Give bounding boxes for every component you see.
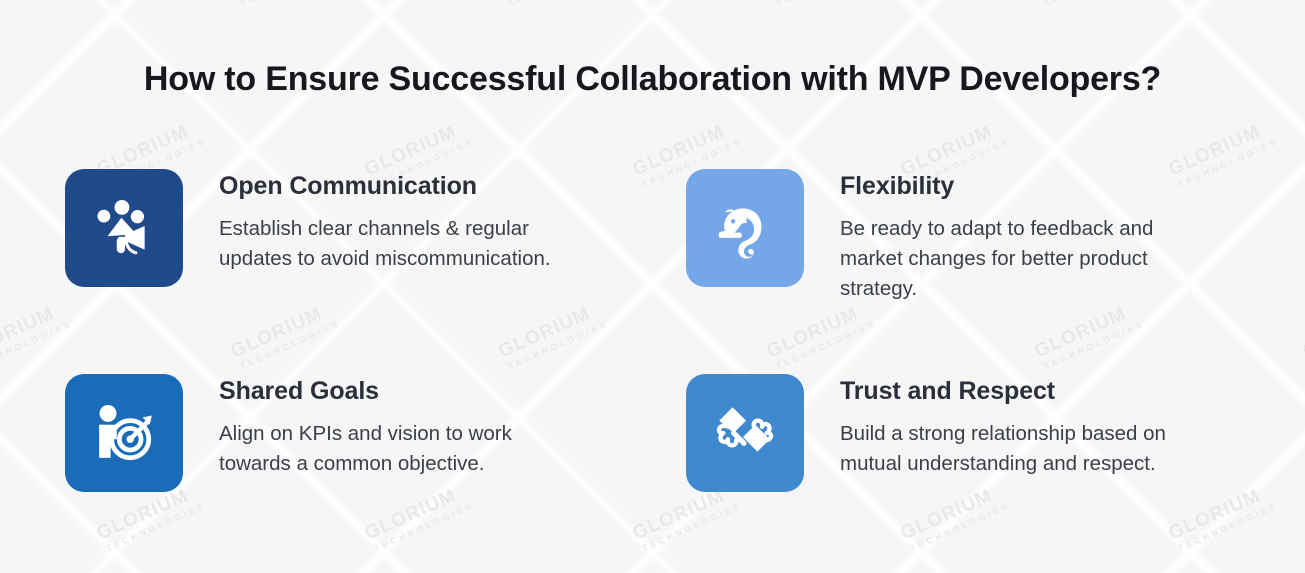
watermark-tagline: TECHNOLOGIES (238, 0, 341, 8)
card-title: Trust and Respect (840, 377, 1056, 405)
card-description: Build a strong relationship based on mut… (840, 421, 1166, 475)
card-flexibility[interactable]: Flexibility Be ready to adapt to feedbac… (686, 169, 1198, 304)
cards-grid: Open Communication Establish clear chann… (0, 169, 1305, 573)
card-row: Open Communication Establish clear chann… (0, 169, 1305, 374)
chameleon-icon (718, 208, 762, 259)
card-open-communication[interactable]: Open Communication Establish clear chann… (65, 169, 569, 287)
card-title: Shared Goals (219, 377, 379, 405)
card-description: Align on KPIs and vision to work towards… (219, 421, 512, 475)
icon-tile-trust-and-respect (686, 374, 804, 492)
icon-tile-shared-goals (65, 374, 183, 492)
card-row: Shared Goals Align on KPIs and vision to… (0, 374, 1305, 573)
card-shared-goals[interactable]: Shared Goals Align on KPIs and vision to… (65, 374, 569, 492)
icon-tile-open-communication (65, 169, 183, 287)
card-description: Establish clear channels & regular updat… (219, 216, 551, 270)
megaphone-people-icon (97, 199, 145, 255)
person-target-icon (99, 404, 152, 461)
card-text: Shared Goals Align on KPIs and vision to… (219, 374, 569, 479)
watermark-tagline: TECHNOLOGIES (0, 0, 74, 8)
watermark-tagline: TECHNOLOGIES (506, 0, 609, 8)
card-title: Open Communication (219, 172, 477, 200)
handshake-icon (716, 407, 774, 452)
card-description: Be ready to adapt to feedback and market… (840, 216, 1154, 300)
watermark-tagline: TECHNOLOGIES (774, 0, 877, 8)
card-text: Trust and Respect Build a strong relatio… (840, 374, 1198, 479)
watermark-tagline: TECHNOLOGIES (1042, 0, 1145, 8)
page-title: How to Ensure Successful Collaboration w… (143, 60, 1162, 98)
card-trust-and-respect[interactable]: Trust and Respect Build a strong relatio… (686, 374, 1198, 492)
card-text: Flexibility Be ready to adapt to feedbac… (840, 169, 1198, 304)
icon-tile-flexibility (686, 169, 804, 287)
card-text: Open Communication Establish clear chann… (219, 169, 569, 274)
card-title: Flexibility (840, 172, 955, 200)
